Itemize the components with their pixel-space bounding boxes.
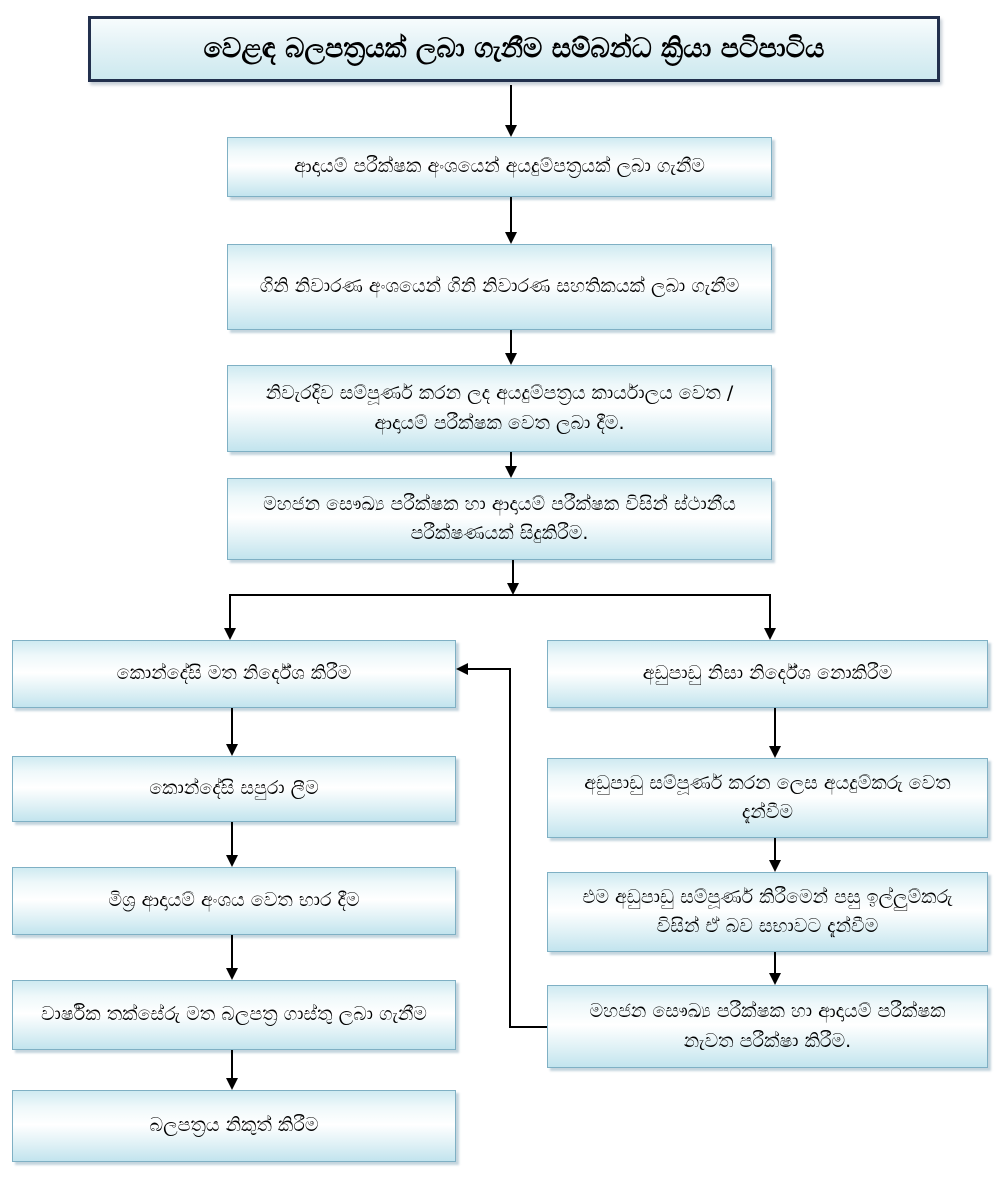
split-bar: [229, 594, 771, 596]
flow-step-fire-prevention-certificate: ගිනි නිවාරණ අංශයෙන් ගිනි නිවාරණ සහතිකයක්…: [227, 244, 772, 330]
flow-step-handover-mixed-revenue: මිශ්‍ර ආදායම් අංශය වෙත භාර දීම: [12, 867, 456, 935]
flowchart-title: වෙළඳ බලපත්‍රයක් ලබා ගැනීම සම්බන්ධ ක්‍රිය…: [88, 16, 940, 82]
flow-step-applicant-informs-council: එම අඩුපාඩු සම්පූර්ණ කිරීමෙන් පසු ඉල්ලුම්…: [547, 872, 988, 952]
flow-step-notify-applicant-deficiencies: අඩුපාඩු සම්පූර්ණ කරන ලෙස අයදුම්කරු වෙත ද…: [547, 758, 988, 838]
flow-step-fulfill-conditions: කොන්දේසි සපුරා ලීම: [12, 756, 456, 822]
flow-step-submit-completed-application: නිවැරදිව සම්පූර්ණ කරන ලද අයදුම්පත්‍රය කා…: [227, 365, 772, 452]
flow-step-not-recommended-deficiencies: අඩුපාඩු නිසා නිර්දේශ නොකිරීම: [547, 640, 988, 708]
flow-step-site-inspection: මහජන සෞඛ්‍ය පරීක්ෂක හා ආදායම් පරීක්ෂක වි…: [227, 478, 772, 560]
flow-step-collect-licence-fees: වාර්ෂික තක්සේරු මත බලපත්‍ර ගාස්තු ලබා ගැ…: [12, 980, 456, 1050]
flow-step-obtain-application-form: ආදායම් පරීක්ෂක අංශයෙන් අයදුම්පත්‍රයක් ලබ…: [227, 137, 772, 197]
flow-step-conditional-recommendation: කොන්දේසි මත නිර්දේශ කිරීම: [12, 640, 456, 708]
flow-step-issue-licence: බලපත්‍රය නිකුත් කිරීම: [12, 1090, 456, 1162]
flow-step-re-inspection: මහජන සෞඛ්‍ය පරීක්ෂක හා ආදායම් පරීක්ෂක නැ…: [547, 985, 988, 1068]
